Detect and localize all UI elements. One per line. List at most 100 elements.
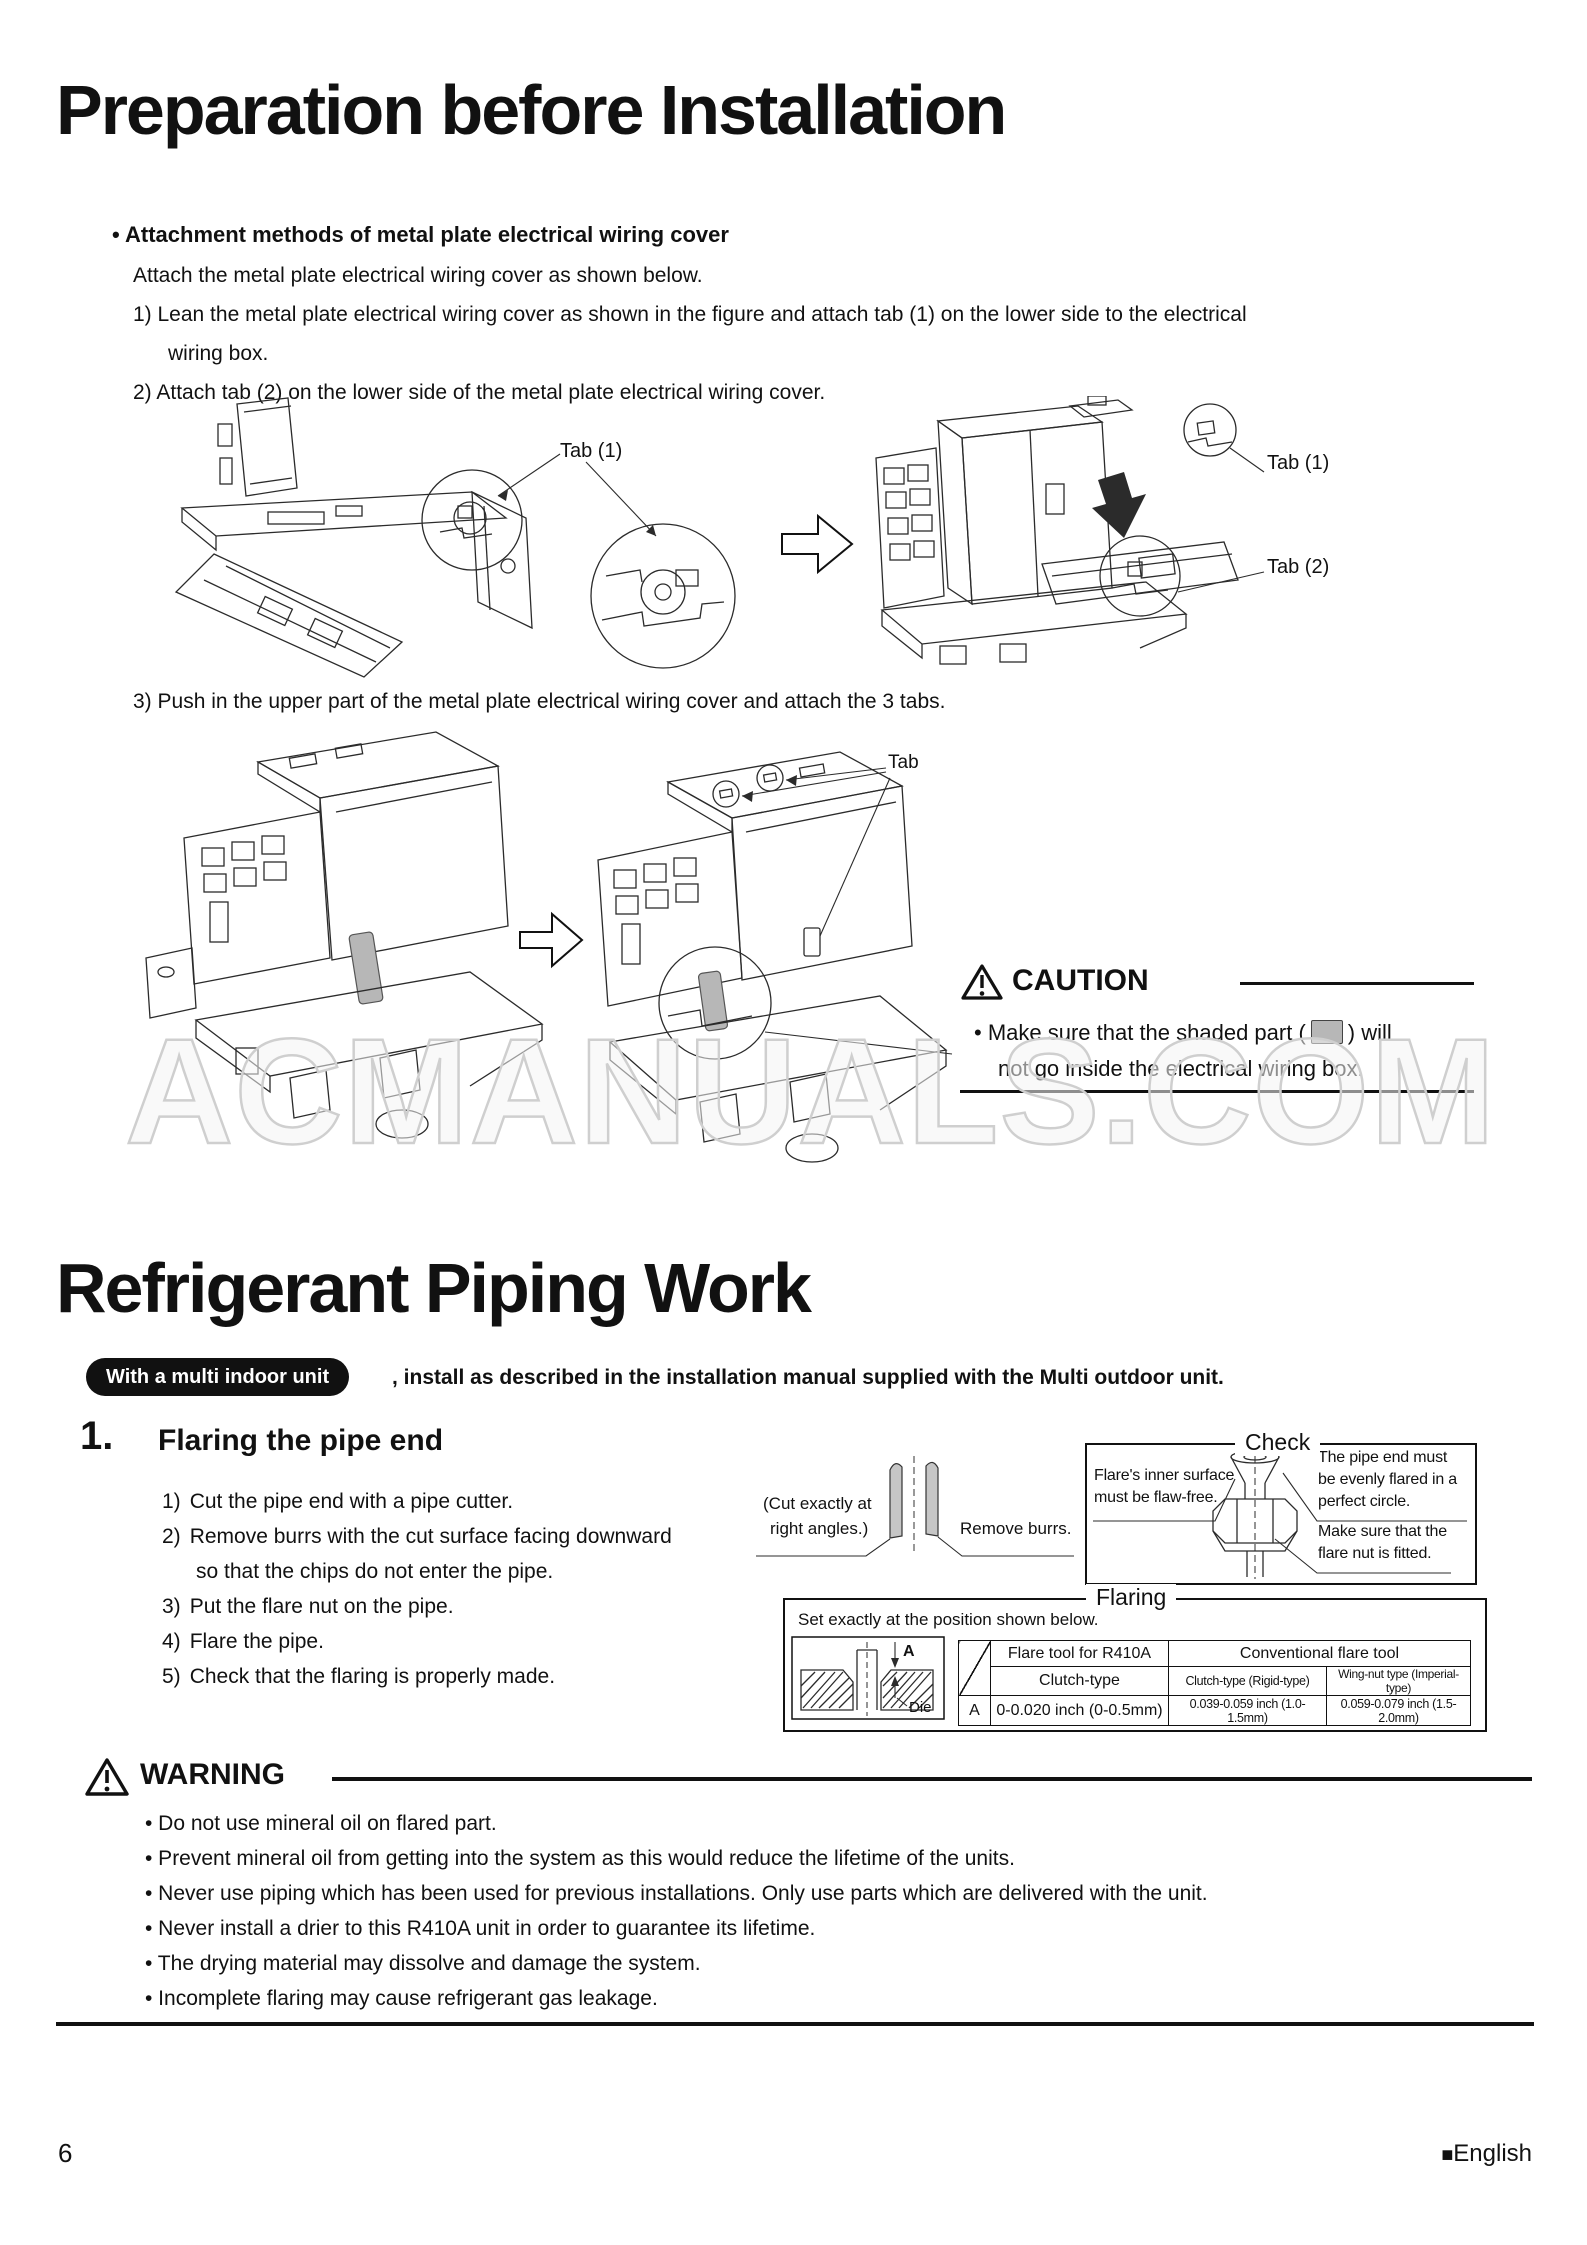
die-dim-label: A <box>903 1643 915 1660</box>
check-right1-line-3: perfect circle. <box>1318 1493 1411 1510</box>
warning-bullet-3: • Never use piping which has been used f… <box>145 1882 1208 1905</box>
caution-triangle-icon <box>961 964 1003 1000</box>
footer-language: ■English <box>1250 2140 1532 2168</box>
value-clutch-rigid: 0.039-0.059 inch (1.0-1.5mm) <box>1168 1695 1327 1726</box>
fig1-leader-lines <box>497 453 657 537</box>
shaded-part-swatch <box>1310 1020 1343 1044</box>
table-diagonal-cell <box>958 1640 991 1696</box>
check-right2-line-1: Make sure that the <box>1318 1523 1447 1540</box>
step-num: 4) <box>162 1630 181 1653</box>
step-num: 5) <box>162 1665 181 1688</box>
warning-title-rule <box>332 1777 1532 1781</box>
step-text: Cut the pipe end with a pipe cutter. <box>189 1490 514 1513</box>
flare-section-title: Flaring the pipe end <box>158 1424 444 1457</box>
fig2-left-drawing <box>145 731 544 1139</box>
warning-bullet-5: • The drying material may dissolve and d… <box>145 1952 701 1975</box>
page-title-refrigerant: Refrigerant Piping Work <box>56 1249 812 1327</box>
warning-bullet-2: • Prevent mineral oil from getting into … <box>145 1847 1015 1870</box>
caution-line1-after: ) will <box>1347 1020 1392 1045</box>
prep-step-1-line-2: wiring box. <box>168 342 269 365</box>
remove-burrs-label: Remove burrs. <box>960 1519 1072 1538</box>
col-header-clutch-rigid: Clutch-type (Rigid-type) <box>1168 1666 1327 1696</box>
warning-triangle-icon <box>85 1758 129 1796</box>
value-wingnut: 0.059-0.079 inch (1.5-2.0mm) <box>1326 1695 1471 1726</box>
die-diagram: A Die <box>791 1636 945 1720</box>
fig2-tab-label: Tab <box>888 752 919 773</box>
warning-bullet-4: • Never install a drier to this R410A un… <box>145 1917 816 1940</box>
flare-step-2: 2) Remove burrs with the cut surface faci… <box>162 1525 672 1549</box>
row-label-a: A <box>958 1695 991 1726</box>
fig1-right-leader-lines <box>1177 447 1265 593</box>
step-num: 2) <box>162 1525 181 1548</box>
flaring-caption: Set exactly at the position shown below. <box>798 1610 1099 1629</box>
caution-title-rule <box>1240 982 1474 985</box>
flare-step-1: 1) Cut the pipe end with a pipe cutter. <box>162 1490 513 1514</box>
fig2-leader-lines <box>741 767 953 1055</box>
caution-text-line-2: not go inside the electrical wiring box. <box>998 1056 1364 1081</box>
fig1-magnifier-circle <box>590 523 736 669</box>
col-header-clutch: Clutch-type <box>990 1666 1169 1696</box>
cut-label-line-2: right angles.) <box>770 1519 869 1538</box>
value-r410a: 0-0.020 inch (0-0.5mm) <box>990 1695 1169 1726</box>
check-right1-line-1: The pipe end must <box>1318 1449 1448 1466</box>
check-right2-line-2: flare nut is fitted. <box>1318 1545 1432 1562</box>
flare-tool-table: Flare tool for R410A Conventional flare … <box>958 1640 1471 1726</box>
prep-step-3: 3) Push in the upper part of the metal p… <box>133 690 946 713</box>
attachment-intro: Attach the metal plate electrical wiring… <box>133 264 703 287</box>
check-left-label-1: Flare's inner surface <box>1094 1467 1235 1484</box>
fig1-right-drawing <box>875 396 1239 665</box>
caution-text-line-1: • Make sure that the shaded part ( ) will <box>974 1020 1392 1046</box>
flaring-box-title: Flaring <box>1086 1584 1177 1611</box>
caution-bottom-rule <box>960 1090 1474 1093</box>
fig2-left-shaded-part <box>348 931 384 1005</box>
fig1-tab1-right-label: Tab (1) <box>1267 452 1330 474</box>
footer-language-label: English <box>1453 2140 1532 2167</box>
step-text: Put the flare nut on the pipe. <box>189 1595 454 1618</box>
flare-nut-diagram <box>1093 1445 1467 1579</box>
fig1-tab1-left-label: Tab (1) <box>560 440 623 462</box>
page-number: 6 <box>58 2138 73 2168</box>
caution-title: CAUTION <box>1012 964 1149 997</box>
prep-step-1-line-1: 1) Lean the metal plate electrical wirin… <box>133 303 1247 326</box>
section-end-rule <box>56 2022 1534 2026</box>
fig1-push-arrow-icon <box>1092 472 1146 538</box>
figure2-drawing <box>145 731 953 1163</box>
check-right1-line-2: be evenly flared in a <box>1318 1471 1458 1488</box>
cut-label-line-1: (Cut exactly at <box>763 1494 872 1513</box>
figure1-drawing <box>174 396 1265 678</box>
flare-step-4: 4) Flare the pipe. <box>162 1630 324 1654</box>
attachment-header: • Attachment methods of metal plate elec… <box>112 222 729 247</box>
step-num: 3) <box>162 1595 181 1618</box>
fig1-left-drawing <box>174 397 533 678</box>
page-title-preparation: Preparation before Installation <box>56 71 1007 149</box>
pipe-cut-diagram <box>756 1456 1074 1557</box>
step-text: Remove burrs with the cut surface facing… <box>189 1525 672 1548</box>
fig2-right-shaded-part <box>697 970 729 1032</box>
check-box-title: Check <box>1235 1429 1321 1456</box>
warning-bullet-1: • Do not use mineral oil on flared part. <box>145 1812 497 1835</box>
flare-step-2-wrap: so that the chips do not enter the pipe. <box>196 1560 554 1583</box>
col-header-r410a: Flare tool for R410A <box>990 1640 1169 1667</box>
warning-title: WARNING <box>140 1758 285 1791</box>
warning-bullet-6: • Incomplete flaring may cause refrigera… <box>145 1987 658 2010</box>
col-header-conventional: Conventional flare tool <box>1168 1640 1471 1667</box>
fig2-right-drawing <box>597 751 948 1163</box>
multi-indoor-unit-badge: With a multi indoor unit <box>86 1358 350 1396</box>
step-text: Check that the flaring is properly made. <box>189 1665 556 1688</box>
check-left-label-2: must be flaw-free. <box>1094 1489 1218 1506</box>
step-num: 1) <box>162 1490 181 1513</box>
black-square-icon: ■ <box>1441 2144 1454 2166</box>
fig1-tab2-right-label: Tab (2) <box>1267 556 1330 578</box>
badge-following-text: , install as described in the installati… <box>392 1366 1224 1389</box>
fig1-transition-arrow-icon <box>781 513 854 575</box>
check-leader-lines <box>1093 1472 1467 1574</box>
flare-section-number: 1. <box>80 1414 114 1458</box>
step-text: Flare the pipe. <box>189 1630 324 1653</box>
prep-step-2: 2) Attach tab (2) on the lower side of t… <box>133 381 826 404</box>
fig2-transition-arrow-icon <box>519 911 584 969</box>
flare-step-5: 5) Check that the flaring is properly mad… <box>162 1665 555 1689</box>
die-label: Die <box>909 1699 932 1716</box>
flare-step-3: 3) Put the flare nut on the pipe. <box>162 1595 454 1619</box>
caution-line1-before: • Make sure that the shaded part ( <box>974 1020 1306 1045</box>
